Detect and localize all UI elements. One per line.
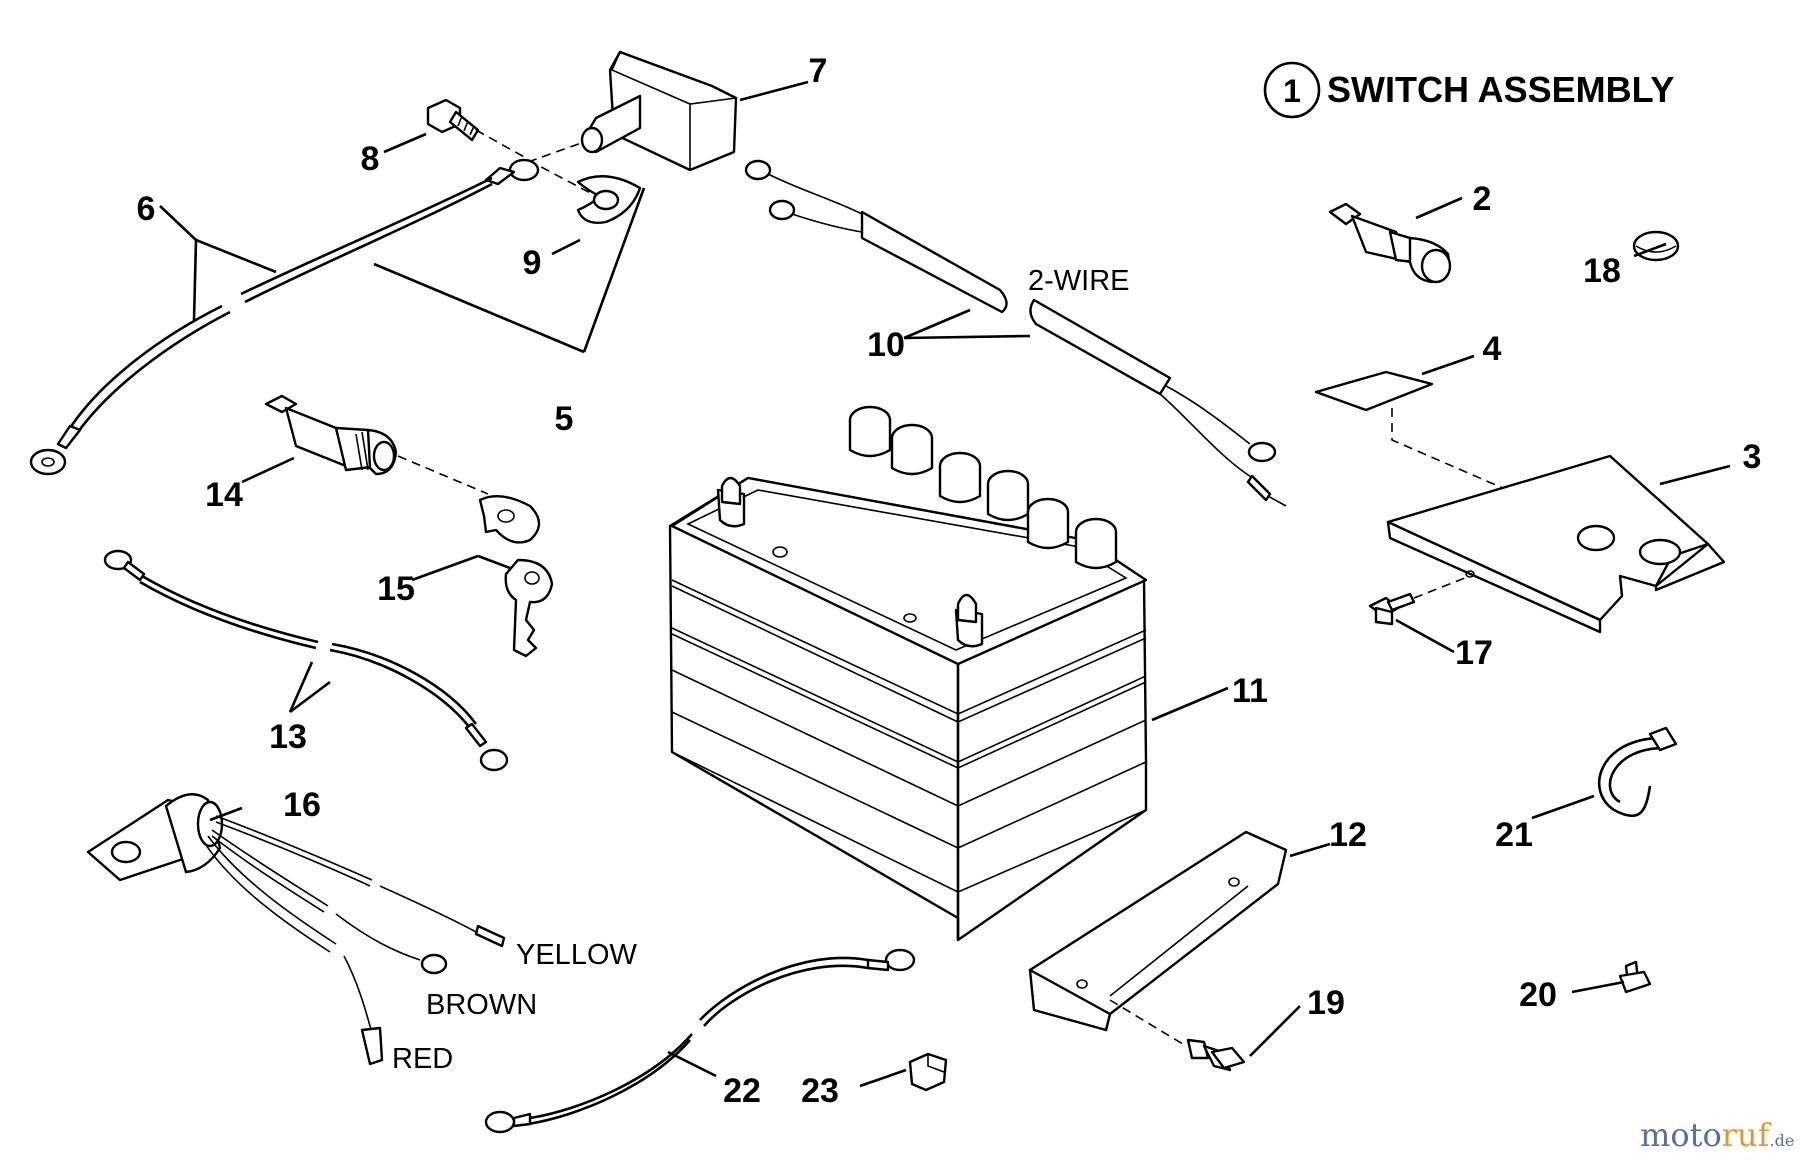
part-19-bolt [1186,1038,1246,1072]
callout-17: 17 [1455,634,1493,672]
title-circle [1263,61,1321,119]
watermark-logo: motoruf.de [1640,1116,1794,1154]
callout-12: 12 [1329,816,1367,854]
label-brown: BROWN [426,989,537,1021]
watermark-part-a: moto [1640,1116,1722,1154]
battery-vent-caps [848,405,1118,570]
label-red: RED [392,1043,453,1075]
part-4-decal [1314,370,1529,493]
part-16-harness [86,793,506,1066]
callout-3: 3 [1743,438,1762,476]
callout-20: 20 [1519,976,1557,1014]
callout-2: 2 [1473,180,1492,218]
callout-16: 16 [283,786,321,824]
part-17-screw [1368,575,1471,626]
callout-13: 13 [269,718,307,756]
callout-10: 10 [867,326,905,364]
part-21-cable-tie [1597,726,1678,818]
svg-text:motoruf.de: motoruf.de [1640,1116,1794,1154]
callout-21: 21 [1495,816,1533,854]
callout-4: 4 [1483,330,1502,368]
part-10-two-wire-harness [744,159,1287,507]
wire-labels: 2-WIRE YELLOW BROWN RED [392,265,1130,1075]
callout-22: 22 [723,1072,761,1110]
part-7-terminal-boot [580,50,738,172]
callout-8: 8 [361,140,380,178]
part-11-battery [668,405,1148,942]
title-block: 1 SWITCH ASSEMBLY [1263,61,1674,119]
callout-23: 23 [801,1072,839,1110]
leader-lines [159,80,1731,1088]
part-15-keys [478,494,554,658]
title-text: SWITCH ASSEMBLY [1327,69,1674,110]
part-13-cable [103,549,509,772]
callout-14: 14 [205,476,243,514]
part-2-push-switch [1328,202,1452,284]
part-14-key-switch [264,394,489,495]
label-two-wire: 2-WIRE [1028,265,1130,297]
part-6-cable [29,158,540,476]
callout-18: 18 [1583,252,1621,290]
watermark-part-c: .de [1769,1131,1794,1150]
part-23-clip [908,1052,948,1092]
callout-5: 5 [555,400,574,438]
part-8-bolt [426,98,480,142]
title-number: 1 [1283,73,1301,109]
part-18-plug [1632,230,1680,262]
part-20-screw [1618,960,1652,994]
callout-11: 11 [1232,672,1268,710]
part-22-cable [484,948,916,1134]
callout-9: 9 [523,244,542,282]
watermark-part-b: ruf [1722,1116,1772,1154]
callout-19: 19 [1307,984,1345,1022]
callout-7: 7 [809,52,828,90]
callout-15: 15 [377,570,415,608]
part-9-washer [576,175,642,224]
part-12-hold-down [1028,830,1288,1047]
label-yellow: YELLOW [516,939,637,971]
part-3-bracket [1386,454,1726,634]
callout-numbers: 2 3 4 5 6 7 8 9 10 11 12 13 14 15 16 17 … [137,52,1762,1110]
callout-6: 6 [137,190,156,228]
